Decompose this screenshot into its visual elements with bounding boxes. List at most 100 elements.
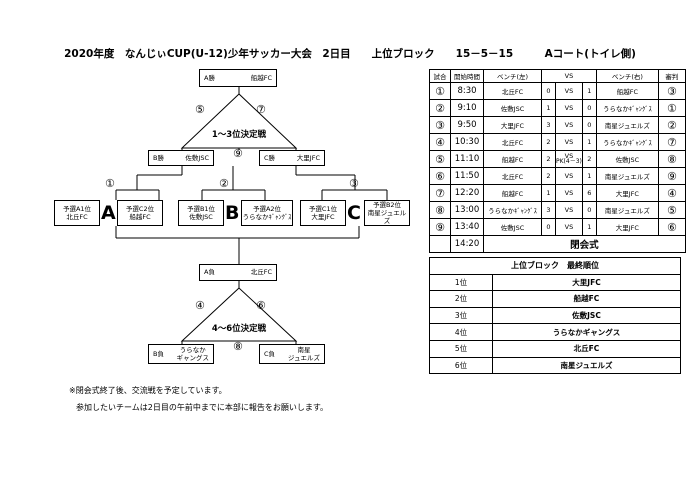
group-c-right-box: 予選B2位 南星ジュエルズ bbox=[364, 200, 410, 226]
bench-right-team: うらなかｷﾞｬﾝｸﾞｽ bbox=[595, 99, 659, 117]
loser-a-team: 北丘FC bbox=[250, 268, 272, 277]
match-number: ⑥ bbox=[429, 167, 451, 185]
start-time: 9:50 bbox=[450, 116, 484, 134]
start-time: 10:30 bbox=[450, 133, 484, 151]
team-name: 北丘FC bbox=[66, 213, 88, 221]
score-right: 6 bbox=[581, 184, 597, 202]
winner-a-label: A勝 bbox=[204, 73, 215, 82]
bench-left-team: 船越FC bbox=[483, 150, 542, 168]
loser-c-team-line1: 南星 bbox=[297, 345, 311, 354]
ranking-team: 船越FC bbox=[492, 290, 681, 308]
score-left: 0 bbox=[541, 82, 556, 100]
schedule-header-row: 試合 開始時間 ベンチ(左) VS ベンチ(右) 審判 bbox=[429, 69, 686, 83]
match-number-2: ② bbox=[219, 177, 229, 190]
ranking-place: 5位 bbox=[429, 339, 493, 358]
vs-cell: VS bbox=[555, 99, 583, 117]
winner-a-box: A勝 船越FC bbox=[199, 69, 277, 87]
score-left: 2 bbox=[541, 150, 556, 168]
ranking-title-row: 上位ブロック 最終順位 bbox=[429, 257, 681, 275]
seed-label: 予選B2位 bbox=[372, 200, 402, 209]
loser-b-team: うらなか ギャングス bbox=[177, 346, 210, 362]
vs-cell: VS bbox=[555, 116, 583, 134]
bench-left-team: 北丘FC bbox=[483, 82, 542, 100]
loser-b-box: B負 うらなか ギャングス bbox=[148, 344, 214, 364]
ranking-row: 3位佐敷JSC bbox=[429, 306, 681, 325]
header-cell: ベンチ(左) bbox=[483, 69, 542, 83]
start-time: 11:10 bbox=[450, 150, 484, 168]
seed-label: 予選C1位 bbox=[308, 204, 338, 213]
vs-cell: VS bbox=[555, 133, 583, 151]
seed-label: 予選A1位 bbox=[62, 204, 92, 213]
vs-cell: VS bbox=[555, 82, 583, 100]
match-number-4: ④ bbox=[195, 299, 205, 312]
ranking-row: 2位船越FC bbox=[429, 290, 681, 308]
group-b-right-box: 予選A2位 うらなかｷﾞｬﾝｸﾞｽ bbox=[241, 200, 293, 226]
score-right: 1 bbox=[581, 218, 597, 236]
bench-left-team: 大里JFC bbox=[483, 116, 542, 134]
seed-label: 予選B1位 bbox=[186, 204, 216, 213]
referee-match: ② bbox=[657, 116, 686, 134]
vs-cell: VS bbox=[555, 184, 583, 202]
closing-time: 14:20 bbox=[450, 235, 484, 253]
ranking-team: 佐敷JSC bbox=[492, 306, 681, 325]
winner-a-team: 船越FC bbox=[250, 73, 272, 82]
referee-match: ③ bbox=[657, 82, 686, 100]
closing-ceremony-label: 閉会式 bbox=[483, 235, 686, 253]
referee-match: ⑦ bbox=[657, 133, 686, 151]
score-right: 1 bbox=[581, 133, 597, 151]
team-name: 船越FC bbox=[129, 213, 151, 221]
match-number-8: ⑧ bbox=[233, 340, 243, 353]
referee-match: ① bbox=[657, 99, 686, 117]
page-title: 2020年度 なんじぃCUP(U-12)少年サッカー大会 2日目 上位ブロック … bbox=[64, 48, 636, 60]
match-number: ② bbox=[429, 99, 451, 117]
start-time: 13:00 bbox=[450, 201, 484, 219]
bench-right-team: 大里JFC bbox=[595, 218, 659, 236]
score-right: 0 bbox=[581, 116, 597, 134]
score-left: 3 bbox=[541, 116, 556, 134]
match-number: ⑨ bbox=[429, 218, 451, 236]
start-time: 12:20 bbox=[450, 184, 484, 202]
winner-c-box: C勝大里JFC bbox=[259, 150, 325, 166]
bench-right-team: 佐敷JSC bbox=[595, 150, 659, 168]
group-b-left-box: 予選B1位 佐敷JSC bbox=[178, 200, 224, 226]
team-name: 佐敷JSC bbox=[189, 213, 213, 221]
score-right: 2 bbox=[581, 150, 597, 168]
start-time: 13:40 bbox=[450, 218, 484, 236]
loser-c-team: 南星 ジュエルズ bbox=[288, 346, 320, 362]
ranking-team: うらなかギャングス bbox=[492, 323, 681, 341]
match-number: ⑧ bbox=[429, 201, 451, 219]
ranking-place: 4位 bbox=[429, 323, 493, 341]
ranking-row: 5位北丘FC bbox=[429, 339, 681, 358]
loser-b-team-line1: うらなか bbox=[179, 345, 206, 354]
bench-left-team: 佐敷JSC bbox=[483, 218, 542, 236]
bench-right-team: 南星ジュエルズ bbox=[595, 116, 659, 134]
group-b-letter: B bbox=[225, 202, 240, 224]
vs-label: VS bbox=[564, 151, 574, 160]
winner-b-label: B勝 bbox=[153, 153, 164, 162]
ranking-place: 2位 bbox=[429, 290, 493, 308]
group-c-letter: C bbox=[347, 202, 361, 224]
bench-right-team: 南星ジュエルズ bbox=[595, 167, 659, 185]
vs-cell: VS bbox=[555, 167, 583, 185]
final-1-3-label: 1～3位決定戦 bbox=[211, 130, 267, 140]
header-cell: 開始時間 bbox=[450, 69, 484, 83]
group-a-letter: A bbox=[101, 202, 116, 224]
loser-a-box: A負北丘FC bbox=[199, 264, 277, 281]
header-cell: 審判 bbox=[657, 69, 686, 83]
ranking-place: 3位 bbox=[429, 306, 493, 325]
score-left: 3 bbox=[541, 201, 556, 219]
ranking-title: 上位ブロック 最終順位 bbox=[429, 257, 681, 275]
winner-b-team: 佐敷JSC bbox=[185, 153, 209, 162]
score-left: 2 bbox=[541, 167, 556, 185]
loser-c-team-line2: ジュエルズ bbox=[287, 354, 320, 362]
team-name: うらなかｷﾞｬﾝｸﾞｽ bbox=[242, 213, 292, 221]
